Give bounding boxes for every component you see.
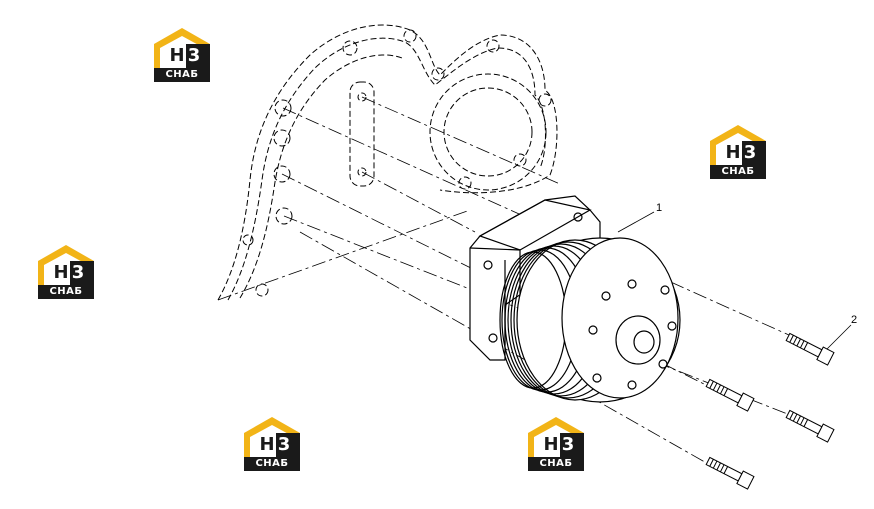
logo-house-icon: H 3 СНАБ: [36, 243, 98, 301]
logo-letter-h: H: [169, 45, 185, 66]
gear-housing-icon: [217, 24, 558, 301]
logo-letter-3: 3: [187, 45, 201, 66]
logo-band-text: СНАБ: [244, 457, 300, 471]
logo-letter-3: 3: [743, 142, 757, 163]
logo-band-text: СНАБ: [154, 68, 210, 82]
logo-letter-3: 3: [561, 434, 575, 455]
bolt-icon: [705, 332, 835, 490]
logo-band-text: СНАБ: [528, 457, 584, 471]
logo-band-text: СНАБ: [710, 165, 766, 179]
logo-letter-h: H: [53, 262, 69, 283]
logo-house-icon: H 3 СНАБ: [152, 26, 214, 84]
callout-1: 1: [656, 202, 663, 214]
logo-letter-h: H: [259, 434, 275, 455]
callout-2: 2: [851, 314, 858, 326]
logo-letter-h: H: [725, 142, 741, 163]
logo-band-text: СНАБ: [38, 285, 94, 299]
logo-house-icon: H 3 СНАБ: [526, 415, 588, 473]
logo-letter-3: 3: [277, 434, 291, 455]
water-pump-icon: [469, 195, 681, 403]
logo-letter-h: H: [543, 434, 559, 455]
logo-house-icon: H 3 СНАБ: [708, 123, 770, 181]
logo-letter-3: 3: [71, 262, 85, 283]
logo-house-icon: H 3 СНАБ: [242, 415, 304, 473]
